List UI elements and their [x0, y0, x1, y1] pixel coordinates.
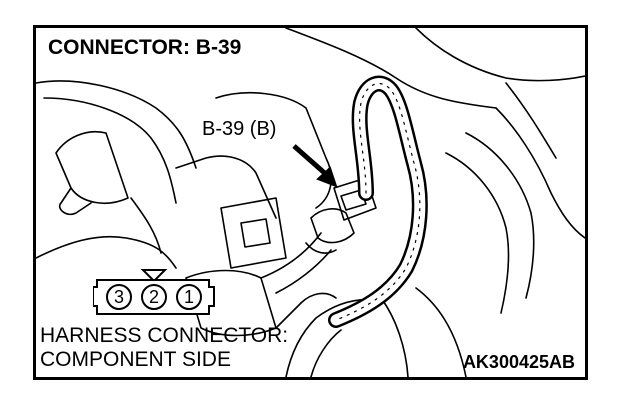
pipe-right — [465, 132, 535, 299]
harness-label-line1: HARNESS CONNECTOR: — [40, 324, 289, 347]
figure-id: AK300425AB — [462, 352, 575, 372]
callout-label: B-39 (B) — [200, 118, 279, 140]
key-triangle-icon — [140, 269, 168, 283]
sensor-body — [310, 208, 355, 244]
lower-bracket-2 — [275, 292, 337, 329]
panel-top — [285, 28, 497, 109]
bottom-hose-2 — [310, 329, 342, 377]
panel-right-2 — [505, 82, 557, 159]
lower-right-body-2 — [380, 297, 409, 377]
diagram-frame: CONNECTOR: B-39 B-39 (B) 3 2 1 HARNESS C… — [33, 25, 588, 380]
body-outline-left — [36, 80, 197, 169]
panel-right — [495, 107, 585, 239]
hose-left — [55, 131, 129, 204]
sensor-connector — [333, 177, 377, 221]
connector-pin-2: 2 — [141, 284, 167, 310]
body-outline-left-2 — [43, 97, 177, 204]
body-lower-left — [36, 235, 177, 269]
connector-title: CONNECTOR: B-39 — [48, 36, 242, 59]
pipe-right-2 — [445, 152, 510, 314]
engine-block-2 — [175, 155, 277, 219]
engine-block — [215, 92, 332, 209]
hose-left-2 — [58, 187, 92, 216]
sensor-connector-lock — [340, 189, 367, 211]
lower-pipe-2 — [275, 249, 332, 294]
sensor-stud — [305, 242, 337, 254]
connector-pin-3: 3 — [106, 284, 132, 310]
harness-label-line2: COMPONENT SIDE — [40, 348, 231, 371]
engine-bay-illustration — [36, 28, 585, 377]
connector-pin-1: 1 — [176, 284, 202, 310]
body-lower-left-2 — [130, 197, 162, 254]
bottom-hose — [285, 298, 377, 377]
lower-right-body — [415, 287, 467, 377]
mount-plate — [220, 197, 287, 269]
lower-pipe — [260, 232, 322, 279]
callout-arrow — [292, 144, 338, 188]
harness-connector-symbol: 3 2 1 — [93, 268, 217, 320]
mount-bolt — [240, 218, 271, 248]
panel-top-2 — [415, 28, 585, 82]
